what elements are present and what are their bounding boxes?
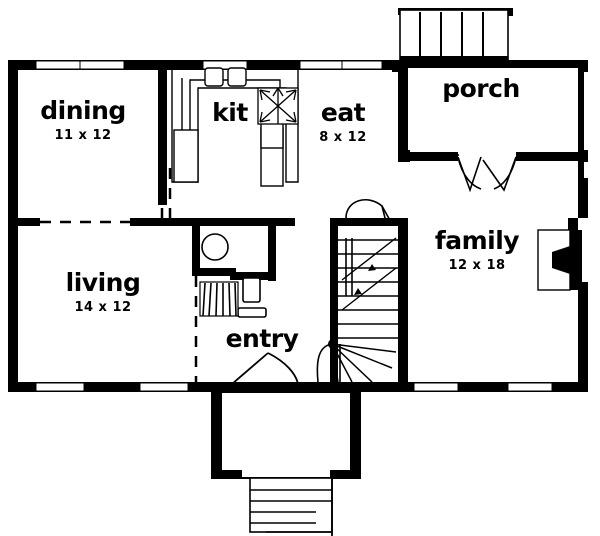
room-name-entry: entry <box>225 324 299 353</box>
room-label-dining: dining 11 x 12 <box>0 98 166 142</box>
room-name-family: family <box>434 226 520 255</box>
stair-main <box>316 198 398 383</box>
room-dims-living: 14 x 12 <box>74 300 132 315</box>
stair-porch <box>399 9 509 63</box>
fireplace <box>537 218 582 291</box>
kitchen-casework <box>171 67 299 187</box>
room-label-porch: porch <box>416 76 546 101</box>
room-label-kit: kit <box>175 100 285 125</box>
room-dims-dining: 11 x 12 <box>54 128 112 143</box>
structural-posts <box>392 60 588 162</box>
room-name-porch: porch <box>442 74 520 103</box>
room-name-kit: kit <box>212 98 248 127</box>
kitchen-range-symbol <box>257 87 299 125</box>
room-name-living: living <box>65 268 141 297</box>
room-name-eat: eat <box>320 98 366 127</box>
room-name-dining: dining <box>40 96 126 125</box>
windows <box>35 60 553 392</box>
room-label-entry: entry <box>200 326 324 351</box>
front-stoop <box>211 391 361 536</box>
room-dims-eat: 8 x 12 <box>319 130 367 145</box>
bath-fixtures <box>201 233 267 318</box>
stoop-steps <box>249 477 333 536</box>
coat-closet <box>199 281 239 317</box>
room-label-living: living 14 x 12 <box>30 270 176 314</box>
interior-walls <box>8 60 584 382</box>
porch-doors <box>457 154 517 193</box>
room-label-family: family 12 x 18 <box>409 228 545 272</box>
room-label-eat: eat 8 x 12 <box>288 100 398 144</box>
front-door <box>231 352 300 385</box>
room-dims-family: 12 x 18 <box>448 258 506 273</box>
dashed-openings <box>40 168 198 382</box>
